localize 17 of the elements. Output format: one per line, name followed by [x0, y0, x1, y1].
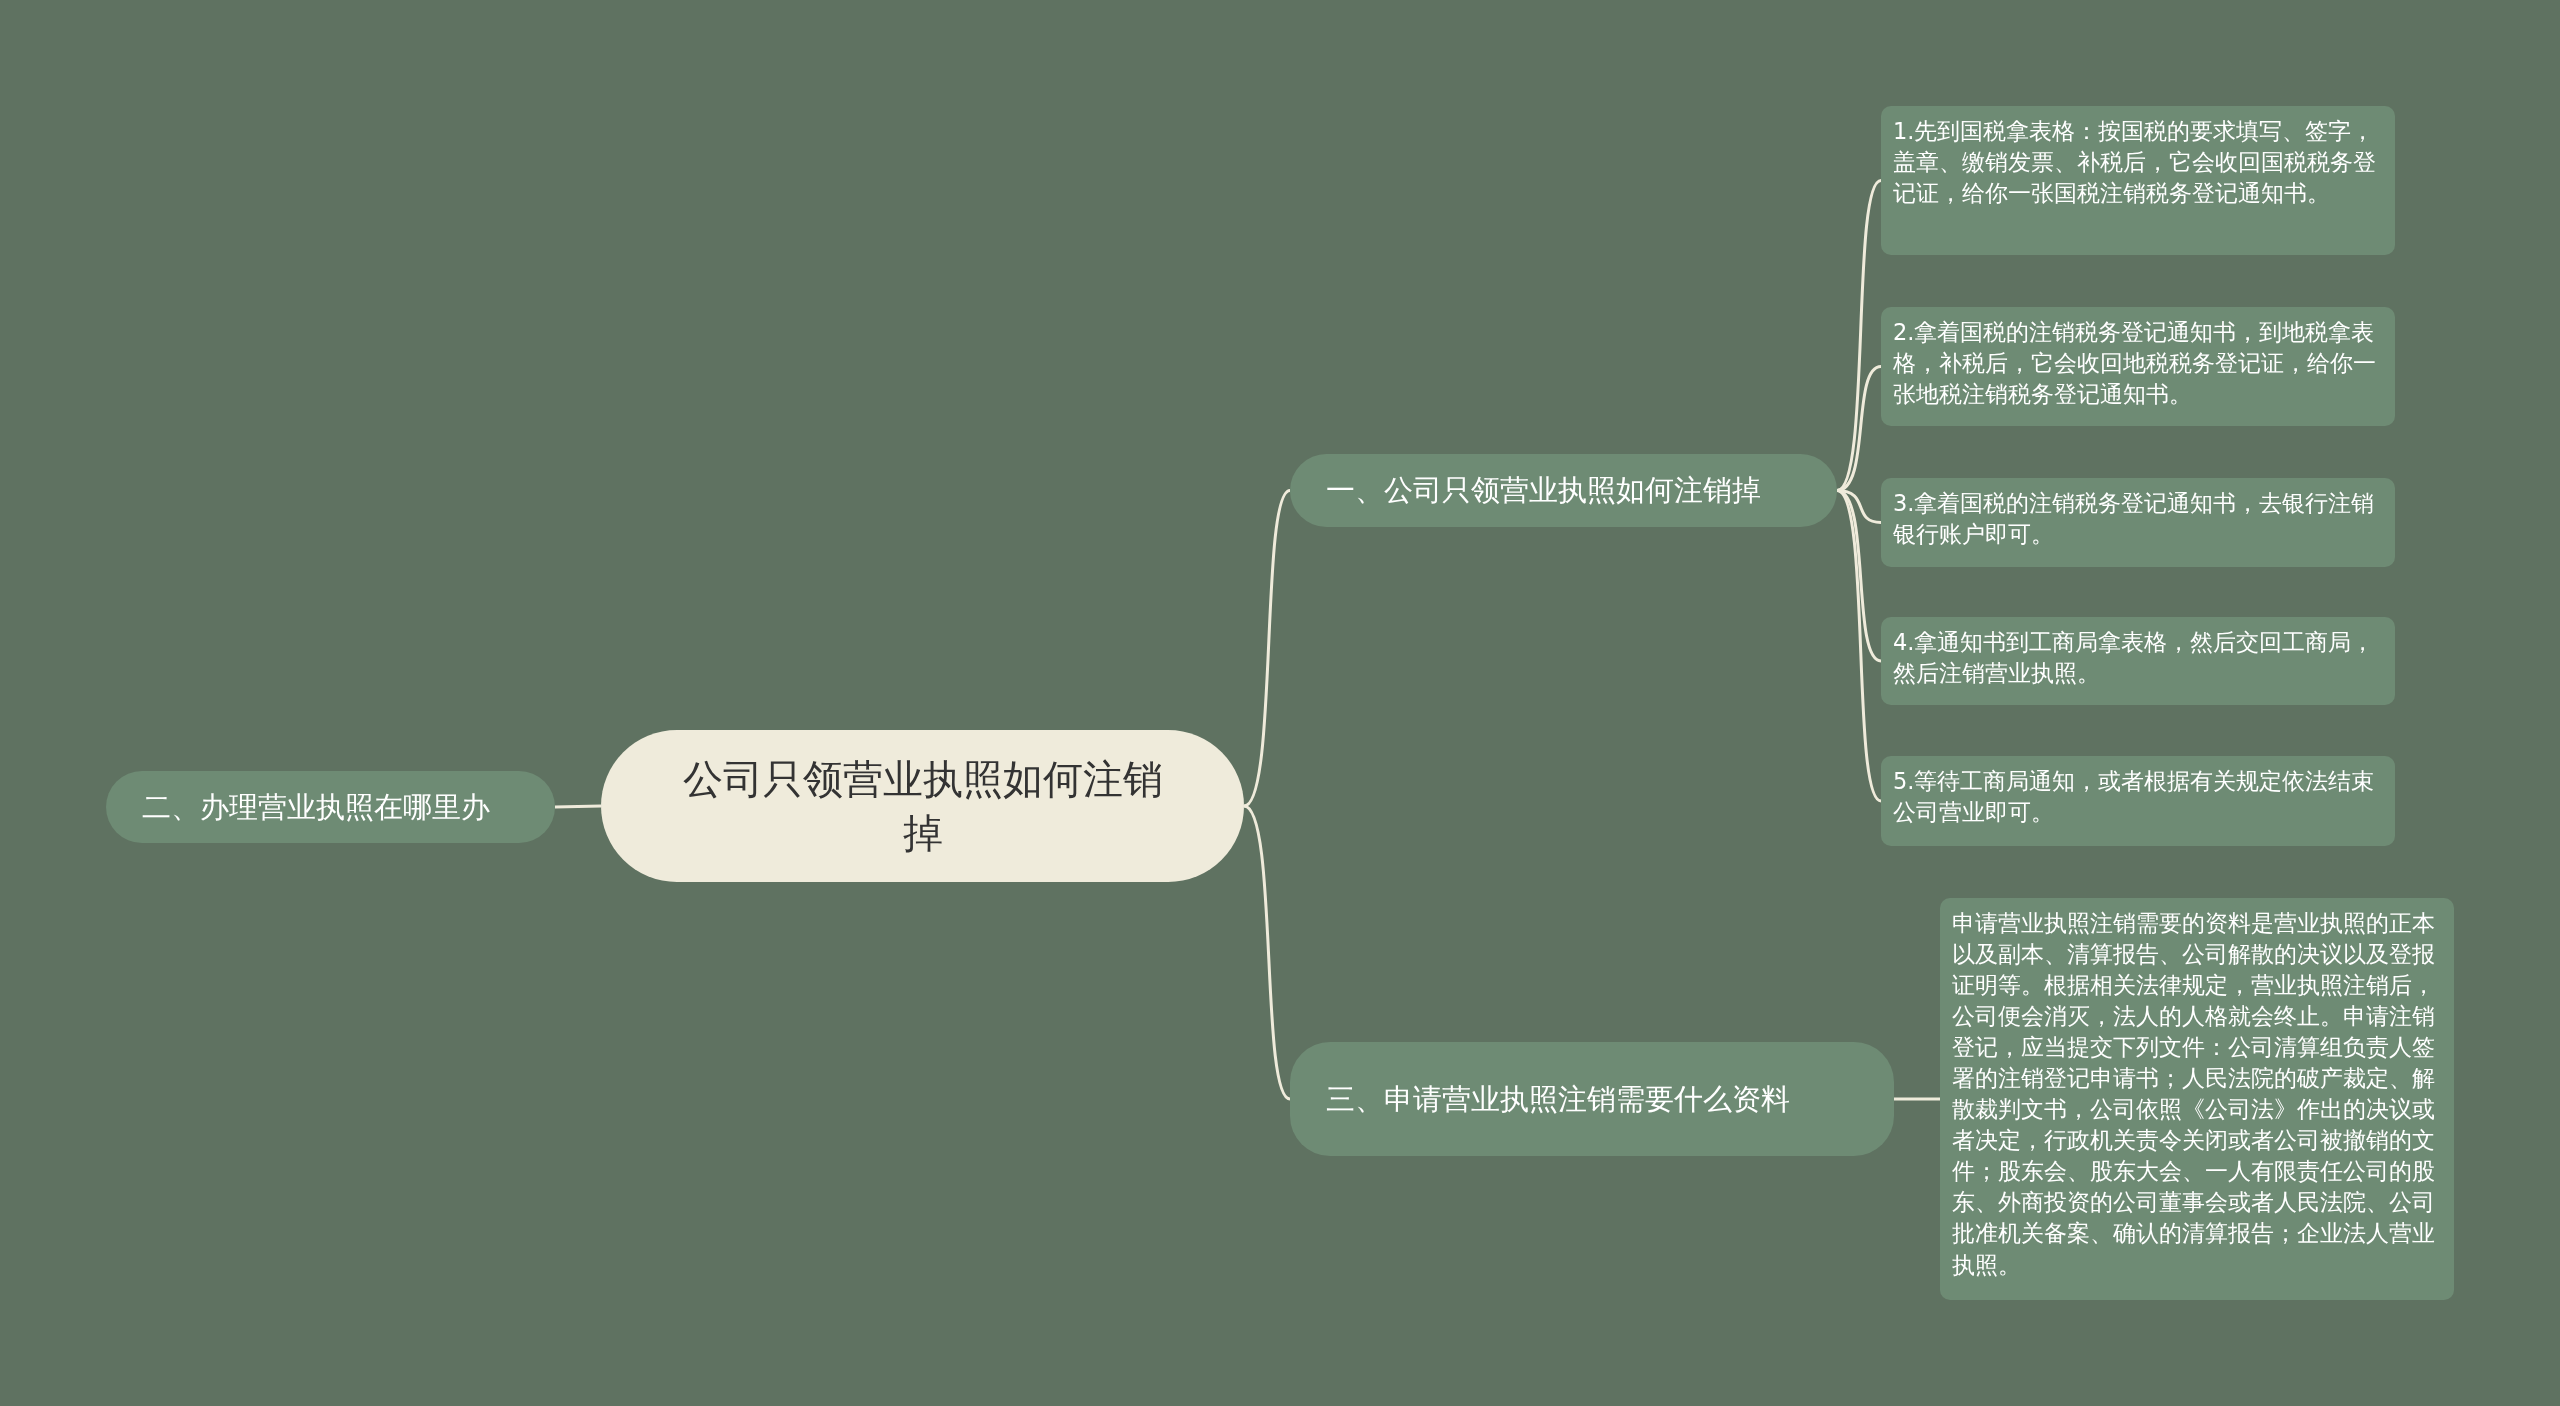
note-card: 1.先到国税拿表格：按国税的要求填写、签字，盖章、缴销发票、补税后，它会收回国税税务登记证，给你一张国税注销税务登记通知书。: [1881, 106, 2395, 255]
connector-line: [1836, 489, 1883, 803]
connector-line: [1243, 489, 1292, 808]
note-card: 申请营业执照注销需要的资料是营业执照的正本以及副本、清算报告、公司解散的决议以及登报证明等。根据相关法律规定，营业执照注销后，公司便会消灭，法人的人格就会终止。申请注销登记，应当提交下列文件：公司清算组负责人签署的注销登记申请书；人民法院的破产裁定、解散裁判文书，公司依照《公司法》作出的决议或者决定，行政机关责令关闭或者公司被撤销的文件；股东会、股东大会、一人有限责任公司的股东、外商投资的公司董事会或者人民法院、公司批准机关备案、确认的清算报告；企业法人营业执照。: [1940, 898, 2454, 1300]
connector-line: [1243, 804, 1291, 1101]
connector-line: [1836, 179, 1883, 492]
connector-line: [1836, 489, 1882, 663]
note-card: 4.拿通知书到工商局拿表格，然后交回工商局，然后注销营业执照。: [1881, 617, 2395, 705]
topic-pill: 三、申请营业执照注销需要什么资料: [1290, 1042, 1894, 1156]
topic-pill: 二、办理营业执照在哪里办: [106, 771, 555, 843]
connector-line: [554, 804, 602, 809]
note-card: 5.等待工商局通知，或者根据有关规定依法结束公司营业即可。: [1881, 756, 2395, 846]
note-card: 3.拿着国税的注销税务登记通知书，去银行注销银行账户即可。: [1881, 478, 2395, 567]
topic-pill: 一、公司只领营业执照如何注销掉: [1290, 454, 1837, 527]
central-topic: 公司只领营业执照如何注销掉: [601, 730, 1244, 882]
note-card: 2.拿着国税的注销税务登记通知书，到地税拿表格，补税后，它会收回地税税务登记证，给你一张地税注销税务登记通知书。: [1881, 307, 2395, 426]
connector-line: [1894, 1097, 1940, 1101]
